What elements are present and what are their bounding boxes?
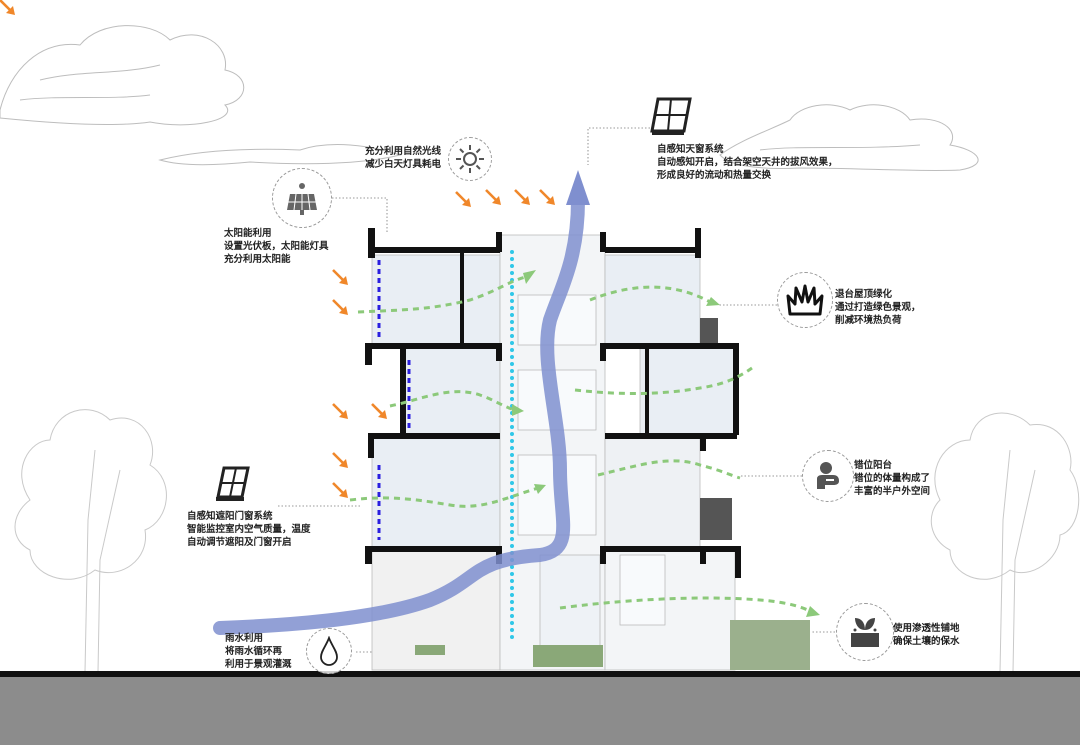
callout-text: 充分利用太阳能 [224,254,291,265]
skylight-callout: 自感知天窗系统 自动感知开启，结合架空天井的拔风效果， 形成良好的流动和热量交换 [657,143,838,182]
grass-icon [777,272,833,328]
callout-text: 智能监控室内空气质量，温度 [187,524,311,535]
water-drop-icon [306,628,352,674]
window-icon [212,465,252,507]
callout-text: 设置光伏板，太阳能灯具 [224,241,329,252]
callout-text: 自动调节遮阳及门窗开启 [187,537,292,548]
callout-title: 自感知天窗系统 [657,144,724,155]
skylight-window-icon [650,95,694,141]
solar-panel-icon [272,168,332,228]
breeze-arrowheads [512,270,820,617]
callout-title: 充分利用自然光线 [365,146,442,157]
leader-lines [278,127,835,653]
daylight-callout: 充分利用自然光线 减少白天灯具耗电 [365,145,441,171]
callout-title: 错位阳台 [854,460,893,471]
callout-title: 雨水利用 [225,633,264,644]
clouds [0,25,979,172]
stack-ventilation-arrowhead [566,170,590,205]
callout-text: 错位的体量构成了 [854,473,931,484]
shading-markers [377,260,411,540]
soil-plant-icon [836,603,894,661]
callout-text: 形成良好的流动和热量交换 [657,170,772,181]
callout-text: 利用于景观灌溉 [225,659,292,670]
callout-title: 退台屋顶绿化 [835,289,893,300]
callout-text: 自动感知开启，结合架空天井的拔风效果， [657,157,838,168]
callout-text: 丰富的半户外空间 [854,486,931,497]
trees [14,409,1080,673]
shading-callout: 自感知遮阳门窗系统 智能监控室内空气质量，温度 自动调节遮阳及门窗开启 [187,510,311,549]
rainwater-callout: 雨水利用 将雨水循环再 利用于景观灌溉 [225,632,292,671]
solar-callout: 太阳能利用 设置光伏板，太阳能灯具 充分利用太阳能 [224,227,329,266]
callout-title: 使用渗透性铺地 [893,623,960,634]
callout-title: 太阳能利用 [224,228,272,239]
stack-ventilation-arrow [213,193,585,635]
balcony-callout: 错位阳台 错位的体量构成了 丰富的半户外空间 [854,459,930,498]
ground-line [0,671,1080,677]
callout-text: 削减环境热负荷 [835,315,902,326]
callout-text: 减少白天灯具耗电 [365,159,442,170]
paving-callout: 使用渗透性铺地 确保土壤的保水 [893,622,960,648]
callout-text: 确保土壤的保水 [893,636,960,647]
callout-text: 将雨水循环再 [225,646,283,657]
sun-arrows [0,0,557,500]
ground [0,676,1080,745]
roof-green-callout: 退台屋顶绿化 通过打造绿色景观， 削减环境热负荷 [835,288,921,327]
slabs [365,228,741,578]
callout-text: 通过打造绿色景观， [835,302,921,313]
callout-title: 自感知遮阳门窗系统 [187,511,273,522]
breeze-arrows [349,274,813,614]
person-balcony-icon [802,450,854,502]
sun-icon [448,137,492,181]
